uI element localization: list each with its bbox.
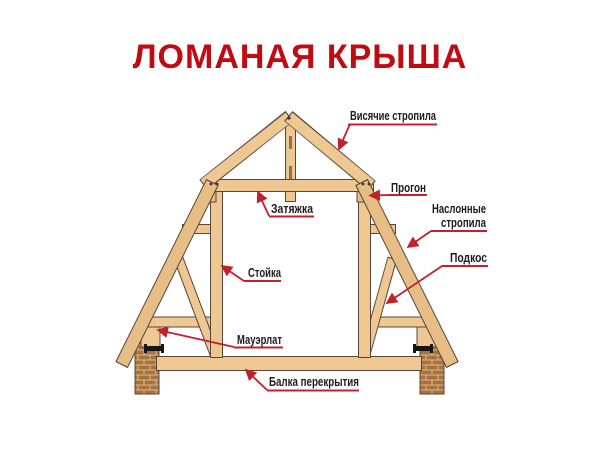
label-purlin: Прогон [391,180,426,195]
leader-hanging-rafters [337,123,351,151]
label-strut: Подкос [450,250,487,265]
right-hanging-rafter [284,111,376,191]
label-tie-beam: Затяжка [271,201,314,216]
leader-strut [385,265,443,304]
leader-wall-plate [156,326,235,348]
right-clamp [413,344,433,353]
leader-layered-rafters [406,230,432,249]
left-strut [172,254,220,356]
right-side-rafter [355,178,459,369]
label-wall-plate: Мауэрлат [237,332,282,347]
bolt [367,182,371,186]
apex-bolt [287,116,291,120]
leader-purlin [368,189,390,202]
label-layered-rafters-line2: стропила [441,215,487,230]
label-hanging-rafters: Висячие стропила [350,108,437,123]
king-post-bolt-slot [289,136,292,149]
king-post-bolt-slot [289,166,292,179]
bolt [209,182,213,186]
left-clamp [144,344,164,353]
label-post: Стойка [248,265,282,280]
bolt [361,182,365,186]
slide-title: ЛОМАНАЯ КРЫША [132,38,468,76]
bolt [215,182,219,186]
leader-tie-beam [256,190,270,217]
label-floor-beam: Балка перекрытия [269,374,359,389]
leader-post [220,265,245,282]
leader-floor-beam [244,368,268,391]
left-hanging-rafter [199,110,294,190]
label-layered-rafters-line1: Наслонные [432,201,486,216]
left-side-rafter [115,178,219,369]
